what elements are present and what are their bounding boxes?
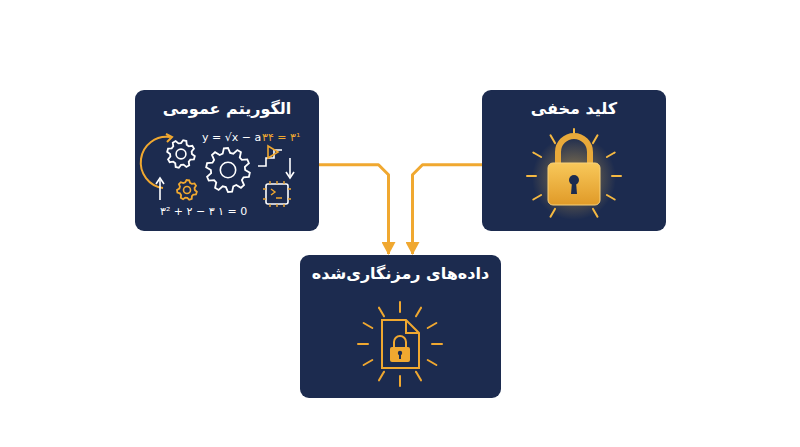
gear-icons: [167, 140, 250, 200]
gear-hub: [176, 149, 186, 159]
glow-ray: [364, 323, 373, 328]
glow-ray: [551, 135, 556, 143]
box-title: کلید مخفی: [482, 90, 666, 118]
box-title: الگوریتم عمومی: [135, 90, 319, 118]
glow-ray: [607, 153, 615, 158]
glow-ray: [416, 372, 421, 381]
encrypted-document-icon: [358, 302, 442, 386]
glow-ray: [612, 175, 621, 177]
up-arrow: [159, 180, 161, 200]
formula-label: y = √x − a: [202, 131, 261, 144]
process-box: داده‌های رمزنگاری‌شده: [300, 255, 501, 398]
gear: [177, 180, 197, 200]
gear: [167, 140, 195, 168]
glow-ray: [593, 209, 598, 217]
glow-ray: [379, 308, 384, 317]
down-arrow: [289, 158, 291, 176]
flow-arrow: [413, 165, 483, 254]
glow-ray: [593, 135, 598, 143]
glow-ray: [379, 372, 384, 381]
glow-ray: [428, 323, 437, 328]
flow-arrow: [319, 165, 389, 254]
cycle-arrow: [141, 137, 170, 188]
glow-ray: [551, 209, 556, 217]
glow-ray: [428, 360, 437, 365]
glow-ray: [399, 376, 401, 386]
glow-ray: [533, 153, 541, 158]
glow-ray: [416, 308, 421, 317]
glow-ray: [358, 343, 368, 345]
glow-ray: [533, 195, 541, 200]
up-arrow-head: [156, 178, 164, 184]
gear: [206, 148, 250, 192]
glow-ray: [573, 129, 575, 138]
glow-ray: [364, 360, 373, 365]
glow-ray: [527, 175, 536, 177]
glow-ray: [399, 302, 401, 312]
gear-hub: [184, 187, 191, 194]
glow-ray: [432, 343, 442, 345]
play-arrow: [268, 146, 278, 158]
process-box: کلید مخفی: [482, 90, 666, 231]
chip-icon: [263, 181, 291, 207]
box-title: داده‌های رمزنگاری‌شده: [300, 255, 501, 283]
formula-label: ۳² + ۲ − ۳ ۱ = 0: [160, 205, 247, 218]
padlock-icon: [527, 129, 621, 220]
stair-line: [258, 150, 282, 166]
down-arrow-head: [286, 172, 294, 178]
glow-ray: [607, 195, 615, 200]
formula-label: ۳۴ = ۳¹: [262, 131, 300, 144]
cycle-arrow-head: [166, 134, 172, 142]
gear-hub: [220, 162, 235, 177]
